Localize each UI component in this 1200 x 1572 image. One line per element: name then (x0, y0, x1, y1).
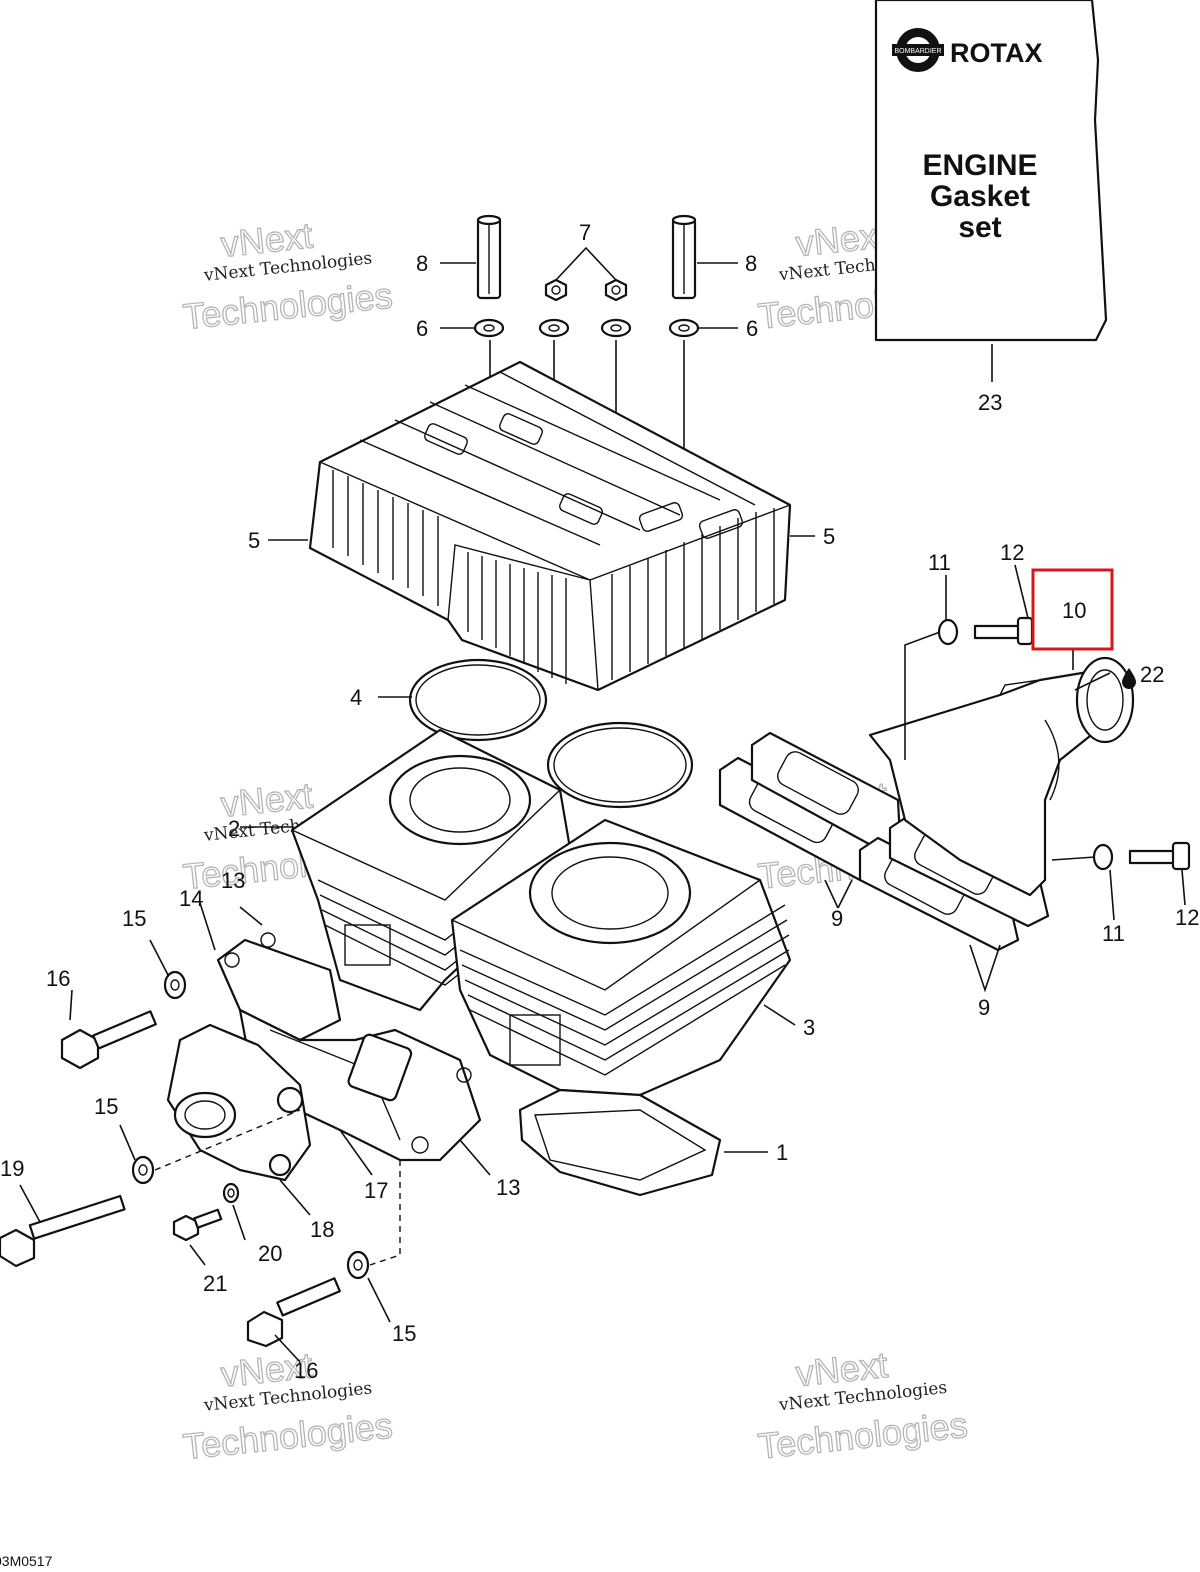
gasket-box-line2: Gasket (930, 180, 1030, 213)
callout-6-left: 6 (416, 316, 428, 341)
callout-13-upper: 13 (221, 868, 245, 893)
callout-8-left: 8 (416, 251, 428, 276)
washer-15-lower[interactable] (346, 1250, 370, 1280)
callout-22: 22 (1122, 662, 1164, 689)
callout-8-right: 8 (745, 251, 757, 276)
intake-manifold[interactable] (238, 1008, 482, 1162)
washer-20[interactable] (222, 1182, 240, 1204)
screw-21[interactable] (172, 1208, 223, 1242)
callout-15-upper: 15 (122, 906, 146, 931)
screw-19[interactable] (0, 1194, 126, 1268)
diagram-code: 03M0517 (0, 1553, 53, 1569)
rotax-logo: BOMBARDIER ROTAX (892, 28, 1043, 72)
gasket-set-box[interactable]: BOMBARDIER ROTAX ENGINE Gasket set (874, 0, 1108, 342)
watermark-bottom-right: vNext Technologies vNext Technologies (755, 1343, 970, 1467)
callout-4: 4 (350, 685, 362, 710)
callout-16-upper: 16 (46, 966, 70, 991)
callout-15-lower: 15 (392, 1321, 416, 1346)
callout-23: 23 (978, 390, 1002, 415)
washer-15-middle[interactable] (131, 1155, 155, 1185)
callout-6-right: 6 (746, 316, 758, 341)
callout-labels: 1 2 3 4 5 5 6 6 7 8 8 9 9 10 11 11 12 12… (0, 220, 1199, 1383)
svg-text:22: 22 (1140, 662, 1164, 687)
manifold-bolt-upper[interactable] (937, 616, 1034, 646)
screw-16-upper[interactable] (60, 1010, 157, 1070)
nut-left[interactable] (544, 278, 568, 302)
highlight-box (1031, 568, 1114, 651)
nut-right[interactable] (604, 278, 628, 302)
callout-7: 7 (579, 220, 591, 245)
callout-11-lower: 11 (1102, 921, 1125, 946)
callout-17: 17 (364, 1178, 388, 1203)
screw-16-lower[interactable] (246, 1277, 341, 1348)
callout-9-upper: 9 (831, 906, 843, 931)
callout-11-upper: 11 (928, 550, 951, 575)
cylinder-head[interactable] (308, 360, 792, 692)
callout-5-left: 5 (248, 528, 260, 553)
o-ring-right[interactable] (546, 721, 694, 809)
callout-21: 21 (203, 1271, 227, 1296)
o-ring-left[interactable] (408, 658, 548, 742)
cylinder-right[interactable] (450, 818, 792, 1097)
callout-5-right: 5 (823, 524, 835, 549)
svg-text:BOMBARDIER: BOMBARDIER (894, 48, 941, 55)
oil-drop-icon (1122, 668, 1136, 689)
washer-15-upper[interactable] (163, 970, 187, 1000)
callout-9-lower: 9 (978, 995, 990, 1020)
callout-16-lower: 16 (294, 1358, 318, 1383)
callout-20: 20 (258, 1241, 282, 1266)
stud-left[interactable] (476, 214, 502, 300)
washer-row[interactable] (473, 318, 700, 338)
callout-10: 10 (1062, 598, 1086, 623)
callout-12-upper: 12 (1000, 540, 1024, 565)
callout-1: 1 (776, 1140, 788, 1165)
callout-18: 18 (310, 1217, 334, 1242)
callout-2: 2 (228, 816, 240, 841)
callout-19: 19 (0, 1156, 24, 1181)
intake-gasket-upper[interactable] (216, 932, 342, 1042)
watermark-bottom-left: vNext Technologies vNext Technologies (180, 1344, 395, 1468)
stud-right[interactable] (671, 214, 697, 300)
gasket-box-line3: set (958, 211, 1001, 244)
svg-text:vNext: vNext (219, 215, 315, 265)
svg-text:vNext: vNext (219, 775, 315, 825)
callout-3: 3 (803, 1015, 815, 1040)
callout-14: 14 (179, 886, 203, 911)
gasket-box-line1: ENGINE (922, 149, 1037, 182)
watermark-top-left: vNext Technologies vNext Technologies (180, 214, 395, 338)
base-gasket[interactable] (518, 1088, 722, 1197)
exhaust-gaskets-upper[interactable] (718, 731, 902, 882)
callout-13-lower: 13 (496, 1175, 520, 1200)
rotary-valve-housing[interactable] (166, 1023, 312, 1182)
svg-text:vNext: vNext (219, 1345, 315, 1395)
callout-12-lower: 12 (1175, 905, 1199, 930)
svg-text:ROTAX: ROTAX (950, 38, 1043, 68)
callout-15-middle: 15 (94, 1094, 118, 1119)
manifold-bolt-lower[interactable] (1092, 841, 1191, 871)
exhaust-manifold[interactable] (868, 656, 1135, 897)
svg-text:vNext: vNext (794, 214, 890, 264)
